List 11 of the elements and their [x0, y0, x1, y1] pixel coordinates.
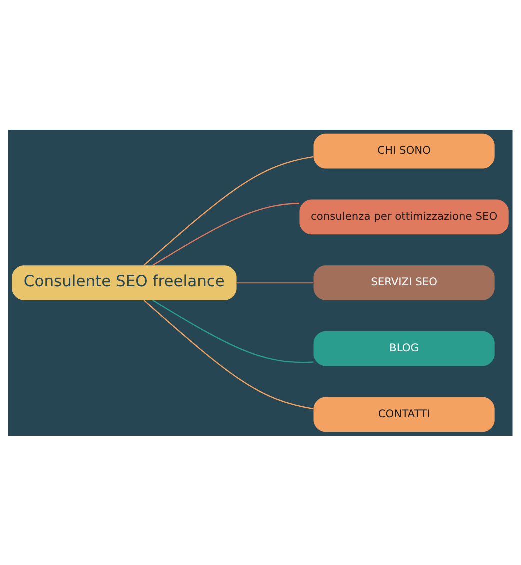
- node-box: Consulente SEO freelance: [12, 265, 237, 300]
- node-box: SERVIZI SEO: [314, 265, 495, 300]
- connector: [152, 202, 300, 266]
- node-box: consulenza per ottimizzazione SEO: [300, 199, 509, 234]
- node-box: BLOG: [314, 330, 495, 366]
- node-box: CHI SONO: [314, 133, 495, 168]
- connector: [144, 156, 314, 266]
- connector: [236, 282, 314, 284]
- connector: [152, 299, 314, 363]
- node-box: CONTATTI: [314, 396, 495, 432]
- connector: [144, 300, 314, 410]
